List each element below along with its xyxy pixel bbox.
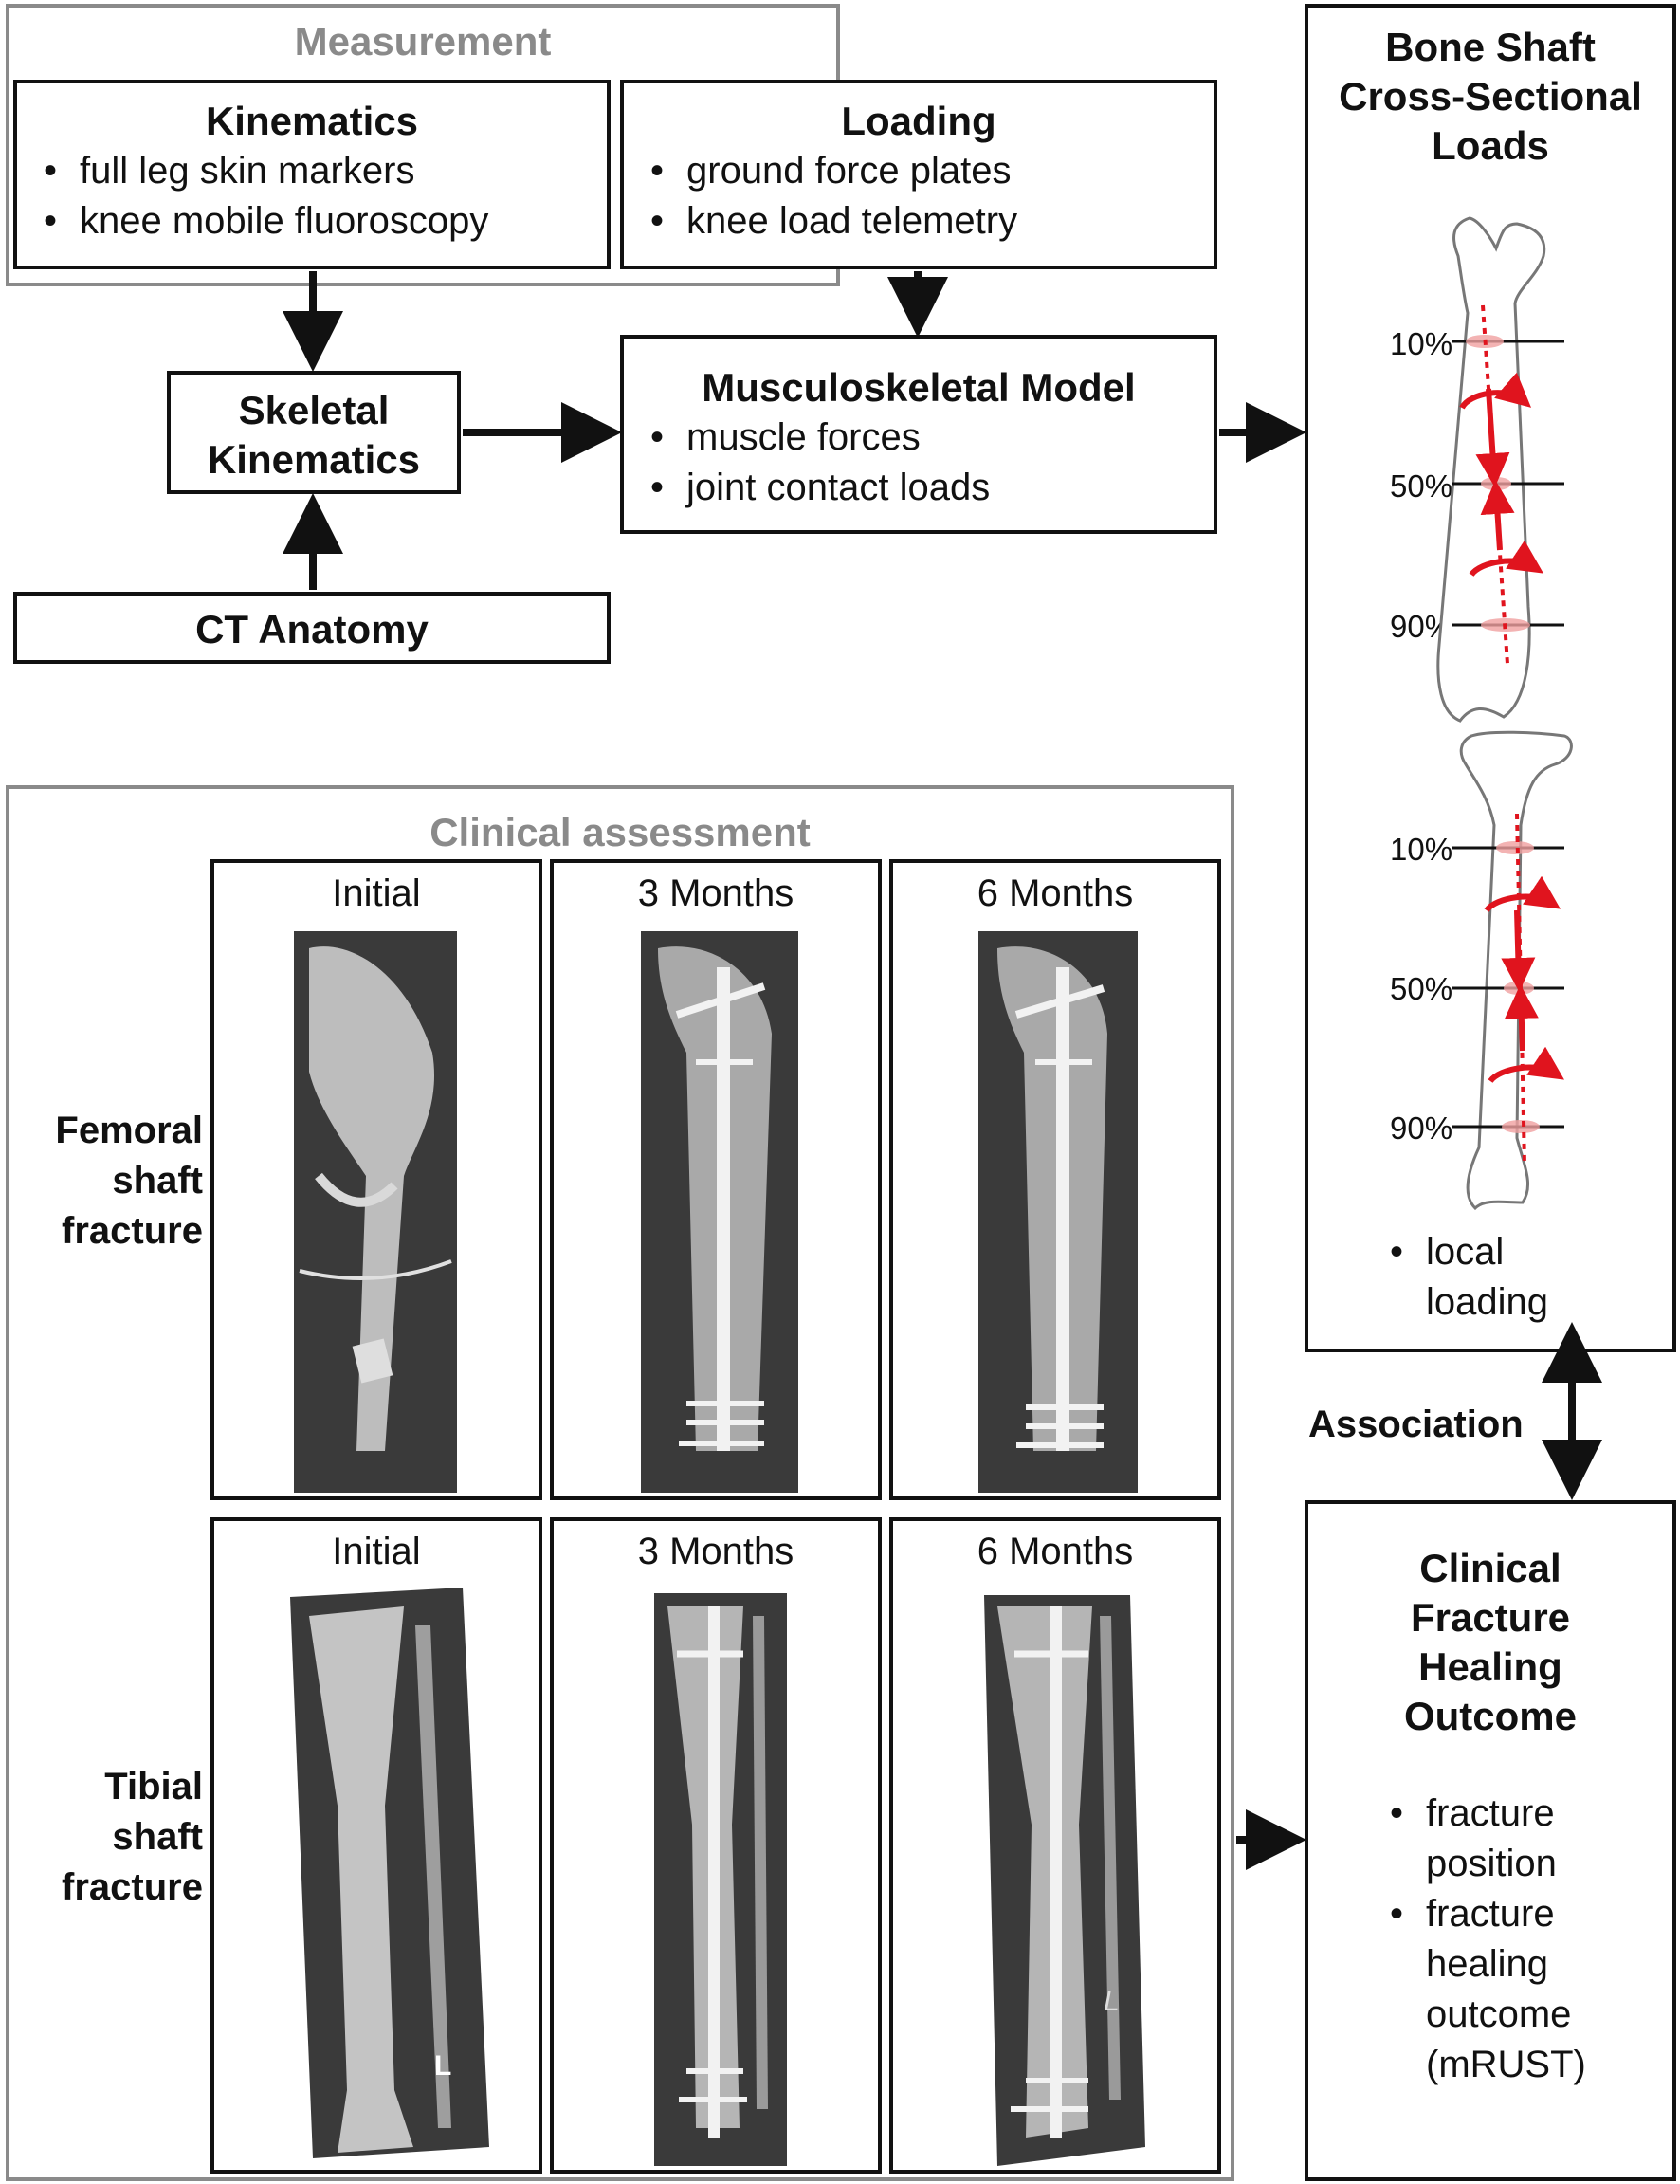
bone-shaft-title-line1: Bone Shaft <box>1385 25 1596 69</box>
clinical-outcome-box: Clinical Fracture Healing Outcome fractu… <box>1305 1500 1676 2181</box>
tibia-section-90 <box>1502 1120 1540 1133</box>
tibial-initial-xray: L <box>290 1588 489 2158</box>
outcome-title-line3: Healing <box>1418 1644 1562 1689</box>
skeletal-kinematics-line1: Skeletal <box>238 388 390 432</box>
femoral-initial-xray <box>294 931 457 1493</box>
outcome-item-1-line1: fracture <box>1426 1792 1555 1834</box>
tibia-moment-upper <box>1484 875 1561 913</box>
loading-item-1: ground force plates <box>641 146 1214 196</box>
measurement-frame: Measurement <box>6 4 840 286</box>
loading-box: Loading ground force plates knee load te… <box>620 80 1217 269</box>
tibial-initial-label: Initial <box>332 1531 421 1572</box>
tibial-label-line3: fracture <box>62 1866 203 1908</box>
association-label: Association <box>1308 1404 1524 1445</box>
bone-shaft-title-line3: Loads <box>1432 123 1549 168</box>
tibia-force-arrow-down <box>1501 909 1536 992</box>
musculoskeletal-model-title: Musculoskeletal Model <box>702 365 1136 410</box>
femoral-6m-panel: 6 Months <box>889 859 1221 1500</box>
model-item-2: joint contact loads <box>641 463 1214 513</box>
outcome-item-1-line2: position <box>1426 1843 1557 1884</box>
model-item-1: muscle forces <box>641 413 1214 463</box>
skeletal-kinematics-line2: Kinematics <box>207 437 421 482</box>
femur-moment-lower <box>1469 540 1543 578</box>
skeletal-kinematics-box: Skeletal Kinematics <box>167 371 461 494</box>
tibial-6m-xray: L <box>984 1595 1145 2166</box>
measurement-title: Measurement <box>294 19 552 64</box>
outcome-title-line2: Fracture <box>1410 1595 1571 1640</box>
tibia-force-arrow-up <box>1504 984 1539 1052</box>
femur-level-50: 50% <box>1390 468 1453 504</box>
tibia-section-10 <box>1496 841 1534 854</box>
femur-force-arrow-up <box>1480 480 1515 551</box>
femoral-initial-panel: Initial <box>210 859 542 1500</box>
outcome-item-healing: fracture healing outcome (mRUST) <box>1380 1889 1586 2090</box>
femur-axis <box>1481 304 1509 665</box>
outcome-item-2-line2: healing <box>1426 1943 1549 1985</box>
femur-level-10: 10% <box>1390 326 1453 361</box>
loading-list: ground force plates knee load telemetry <box>641 146 1214 247</box>
outcome-list: fracture position fracture healing outco… <box>1380 1789 1586 2090</box>
ct-anatomy-box: CT Anatomy <box>13 592 611 664</box>
musculoskeletal-model-list: muscle forces joint contact loads <box>641 413 1214 513</box>
musculoskeletal-model-box: Musculoskeletal Model muscle forces join… <box>620 335 1217 534</box>
tibial-label-line1: Tibial <box>104 1766 203 1808</box>
kinematics-title: Kinematics <box>205 99 419 143</box>
femoral-3m-xray <box>641 931 798 1493</box>
kinematics-box: Kinematics full leg skin markers knee mo… <box>13 80 611 269</box>
outcome-item-2-line3: outcome <box>1426 1993 1572 2035</box>
outcome-item-position: fracture position <box>1380 1789 1586 1889</box>
femur-moment-upper <box>1459 372 1532 410</box>
tibial-initial-side-marker: L <box>434 2050 451 2082</box>
tibial-label-line2: shaft <box>112 1816 203 1858</box>
tibial-3m-xray <box>654 1593 787 2166</box>
femoral-label-line1: Femoral <box>55 1110 203 1151</box>
outcome-item-2-line4: (mRUST) <box>1426 2044 1586 2085</box>
femoral-3m-panel: 3 Months <box>550 859 882 1500</box>
bone-shaft-item-1: local loading <box>1380 1227 1548 1328</box>
tibial-initial-panel: Initial L <box>210 1517 542 2174</box>
tibial-6m-side-marker: L <box>1104 1986 1120 2017</box>
femoral-3m-label: 3 Months <box>637 872 794 914</box>
bone-shaft-item-line1: local <box>1426 1231 1505 1273</box>
outcome-title-line1: Clinical <box>1419 1546 1561 1590</box>
femoral-label-line2: shaft <box>112 1160 203 1202</box>
tibia-moment-lower <box>1488 1046 1564 1084</box>
tibial-3m-panel: 3 Months <box>550 1517 882 2174</box>
kinematics-list: full leg skin markers knee mobile fluoro… <box>34 146 607 247</box>
tibia-level-10: 10% <box>1390 832 1453 867</box>
outcome-item-2-line1: fracture <box>1426 1893 1555 1935</box>
femoral-6m-xray <box>978 931 1138 1493</box>
kinematics-item-2: knee mobile fluoroscopy <box>34 196 607 247</box>
femoral-initial-label: Initial <box>332 872 421 914</box>
femoral-row-label: Femoral shaft fracture <box>13 1106 203 1257</box>
tibial-row-label: Tibial shaft fracture <box>13 1762 203 1913</box>
kinematics-item-1: full leg skin markers <box>34 146 607 196</box>
outcome-title-line4: Outcome <box>1403 1694 1578 1738</box>
bone-shaft-item-line2: loading <box>1426 1281 1549 1323</box>
clinical-assessment-title: Clinical assessment <box>429 810 811 854</box>
loading-title: Loading <box>841 99 996 143</box>
bone-shaft-list: local loading <box>1380 1227 1548 1328</box>
femoral-6m-label: 6 Months <box>977 872 1134 914</box>
bone-shaft-title-line2: Cross-Sectional <box>1339 74 1642 119</box>
loading-item-2: knee load telemetry <box>641 196 1214 247</box>
tibia-level-90: 90% <box>1390 1110 1453 1146</box>
ct-anatomy-title: CT Anatomy <box>195 607 429 652</box>
tibial-6m-panel: 6 Months L <box>889 1517 1221 2174</box>
femoral-label-line3: fracture <box>62 1210 203 1252</box>
tibia-level-50: 50% <box>1390 971 1453 1006</box>
femur-force-arrow-down <box>1475 388 1510 487</box>
clinical-assessment-frame: Clinical assessment <box>6 785 1234 2181</box>
tibial-3m-label: 3 Months <box>637 1531 794 1572</box>
tibial-6m-label: 6 Months <box>977 1531 1134 1572</box>
